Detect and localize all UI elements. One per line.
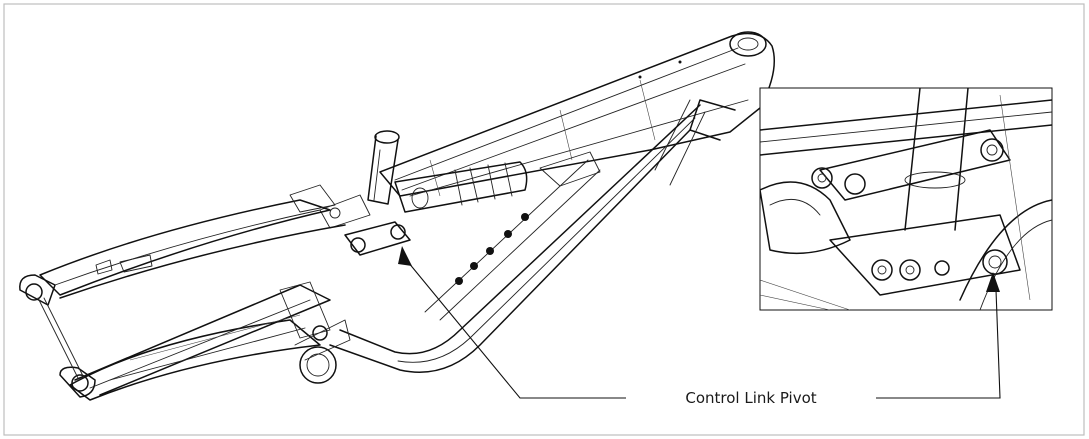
leader-line-main — [407, 261, 626, 399]
arrowhead-main — [398, 246, 412, 266]
chain-stay — [69, 281, 331, 401]
shock-absorber — [394, 161, 528, 213]
seat-tube — [367, 130, 400, 205]
leader-line-inset — [876, 289, 1001, 399]
detail-inset — [759, 87, 1053, 311]
top-tube — [379, 31, 775, 197]
head-tube-brace — [654, 99, 736, 186]
bike-frame-drawing — [19, 31, 775, 401]
seat-stay — [39, 184, 346, 299]
rear-dropout — [19, 274, 96, 398]
callout-leaders — [398, 246, 1001, 399]
bottom-bracket — [294, 319, 351, 384]
control-link-pivot-label: Control Link Pivot — [626, 385, 876, 411]
arrowhead-inset — [986, 272, 1000, 292]
control-link-main — [319, 194, 411, 256]
diagram-border — [3, 3, 1085, 436]
inset-border — [759, 87, 1053, 311]
down-tube — [329, 104, 701, 373]
